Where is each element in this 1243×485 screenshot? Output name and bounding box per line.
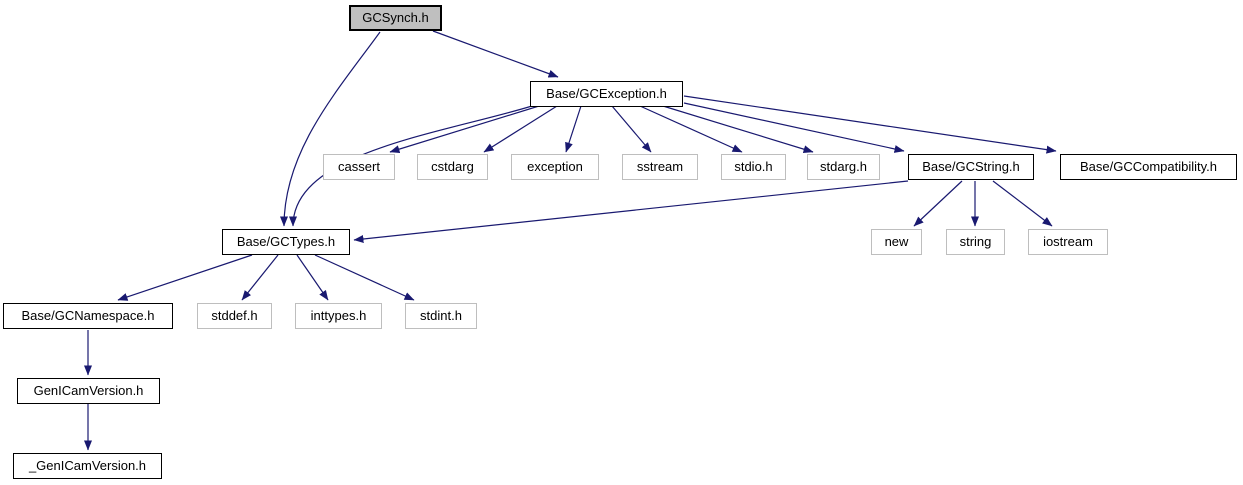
node-new: new [871,229,922,255]
node-base-gccompatibility-h[interactable]: Base/GCCompatibility.h [1060,154,1237,180]
edge-gcexception-to-gccompatibility [683,95,1057,154]
edge-gcstring-to-gctypes [353,180,909,243]
node-sstream: sstream [622,154,698,180]
node-iostream: iostream [1028,229,1108,255]
edge-gcstring-to-iostream [992,180,1053,227]
node-base-gctypes-h[interactable]: Base/GCTypes.h [222,229,350,255]
edge-gctypes-to-stddef [241,254,279,301]
node-cassert: cassert [323,154,395,180]
node-base-gcexception-h[interactable]: Base/GCException.h [530,81,683,107]
node-exception: exception [511,154,599,180]
node-gcsynch-h: GCSynch.h [349,5,442,31]
node-inttypes-h: inttypes.h [295,303,382,329]
edge-gctypes-to-stdint [314,254,415,301]
node-cstdarg: cstdarg [417,154,488,180]
edge-gcexception-to-sstream [611,105,652,153]
node-_genicamversion-h[interactable]: _GenICamVersion.h [13,453,162,479]
edge-gcexception-to-gctypes [289,105,533,227]
edge-gcexception-to-stdio [639,105,743,153]
edge-gcsynch-to-gctypes [280,31,381,227]
edge-gcexception-to-exception [565,105,582,153]
edge-gcstring-to-new [913,180,963,227]
node-stdint-h: stdint.h [405,303,477,329]
node-genicamversion-h[interactable]: GenICamVersion.h [17,378,160,404]
node-stddef-h: stddef.h [197,303,272,329]
edge-gctypes-to-gcnamespace [117,254,253,301]
node-base-gcnamespace-h[interactable]: Base/GCNamespace.h [3,303,173,329]
edge-gcexception-to-cassert [389,105,540,154]
edge-gcexception-to-cstdarg [483,105,558,153]
node-string: string [946,229,1005,255]
node-stdarg-h: stdarg.h [807,154,880,180]
node-stdio-h: stdio.h [721,154,786,180]
edge-gcsynch-to-gcexception [432,30,559,78]
node-base-gcstring-h[interactable]: Base/GCString.h [908,154,1034,180]
edge-gcexception-to-gcstring [683,102,905,153]
edge-gctypes-to-inttypes [296,254,329,301]
edge-gcexception-to-stdarg [662,105,814,154]
